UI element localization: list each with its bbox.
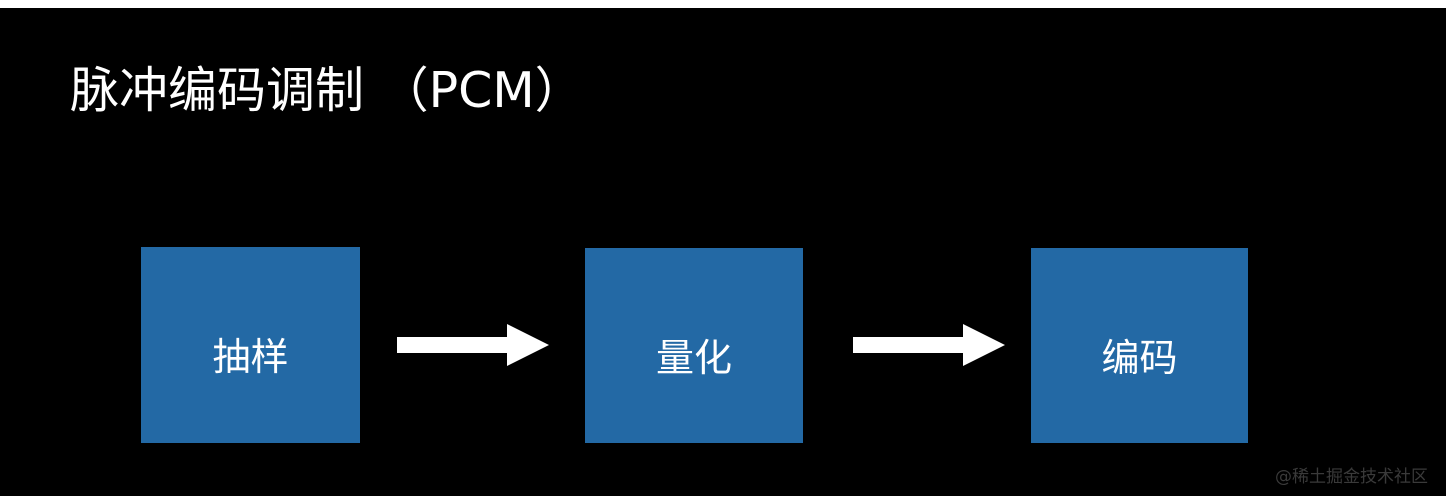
- flow-stage-label: 量化: [655, 335, 732, 380]
- arrow-right-icon: [853, 324, 1005, 366]
- pcm-flow-diagram: 抽样 量化 编码: [0, 8, 1446, 496]
- flow-stage-quantization[interactable]: 量化: [585, 248, 803, 443]
- flow-stage-label: 抽样: [212, 335, 289, 379]
- flow-stage-label: 编码: [1101, 335, 1178, 380]
- arrow-right-icon: [397, 324, 549, 366]
- page-title: 脉冲编码调制 （PCM）: [70, 62, 584, 119]
- flow-stage-sampling[interactable]: 抽样: [141, 247, 360, 443]
- watermark: @稀土掘金技术社区: [1275, 467, 1428, 487]
- top-white-strip: [0, 0, 1446, 8]
- flow-stage-encoding[interactable]: 编码: [1031, 248, 1248, 443]
- slide-canvas: 脉冲编码调制 （PCM） 抽样 量化 编码 @稀土掘金技术社区: [0, 8, 1446, 496]
